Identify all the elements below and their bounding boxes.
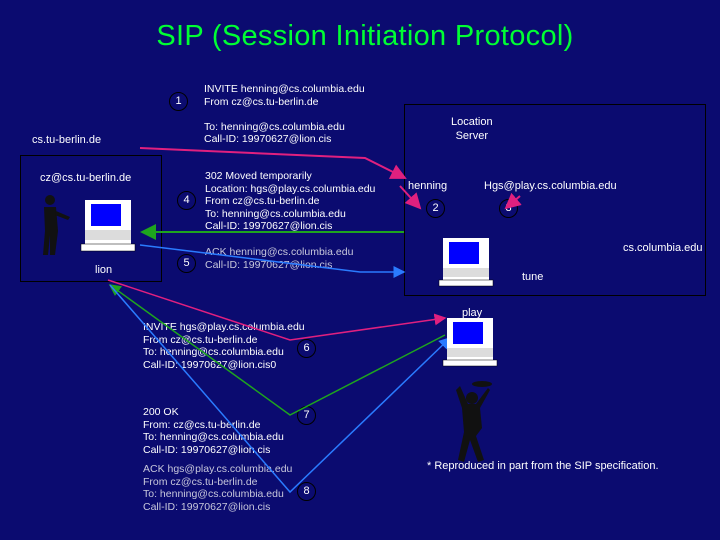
step-5-badge: 5 xyxy=(177,254,196,273)
arrow-step-2 xyxy=(399,185,422,210)
page-title: SIP (Session Initiation Protocol) xyxy=(156,20,574,52)
person-pointing-icon xyxy=(43,195,70,255)
origin-host-label: lion xyxy=(95,264,113,276)
step-1-text: INVITE henning@cs.columbia.edu From cz@c… xyxy=(204,83,365,145)
step-7-text: 200 OK From: cz@cs.tu-berlin.de To: henn… xyxy=(143,406,284,456)
henning-label: henning xyxy=(408,180,448,192)
computer-icon xyxy=(442,318,498,367)
target-domain-label: cs.columbia.edu xyxy=(623,242,703,254)
computer-icon xyxy=(438,238,494,287)
step-8-text: ACK hgs@play.cs.columbia.edu From cz@cs.… xyxy=(143,463,293,513)
step-8-badge: 8 xyxy=(297,482,316,501)
arrow-step-3 xyxy=(504,192,522,210)
step-4-text: 302 Moved temporarily Location: hgs@play… xyxy=(205,170,376,232)
arrow-step-6 xyxy=(107,279,447,341)
arrow-step-5 xyxy=(139,244,406,278)
origin-domain-box xyxy=(20,155,162,282)
origin-domain-label: cs.tu-berlin.de xyxy=(32,134,102,146)
play-host-label: play xyxy=(462,307,483,319)
footnote: * Reproduced in part from the SIP specif… xyxy=(427,460,659,472)
step-4-badge: 4 xyxy=(177,191,196,210)
target-host-label: tune xyxy=(522,271,544,283)
step-6-text: INVITE hgs@play.cs.columbia.edu From cz@… xyxy=(143,321,305,371)
arrow-step-7 xyxy=(108,284,446,416)
location-server-label: Location Server xyxy=(451,116,493,142)
person-dancing-icon xyxy=(456,381,492,462)
step-2-badge: 2 xyxy=(426,199,445,218)
target-domain-box xyxy=(404,104,706,296)
arrow-step-1 xyxy=(139,147,407,179)
computer-icon xyxy=(80,200,136,252)
step-1-badge: 1 xyxy=(169,92,188,111)
origin-user-label: cz@cs.tu-berlin.de xyxy=(40,172,132,184)
arrow-step-8 xyxy=(109,284,452,494)
step-6-badge: 6 xyxy=(297,339,316,358)
hgs-label: Hgs@play.cs.columbia.edu xyxy=(484,180,617,192)
step-5-text: ACK henning@cs.columbia.edu Call-ID: 199… xyxy=(205,246,354,271)
